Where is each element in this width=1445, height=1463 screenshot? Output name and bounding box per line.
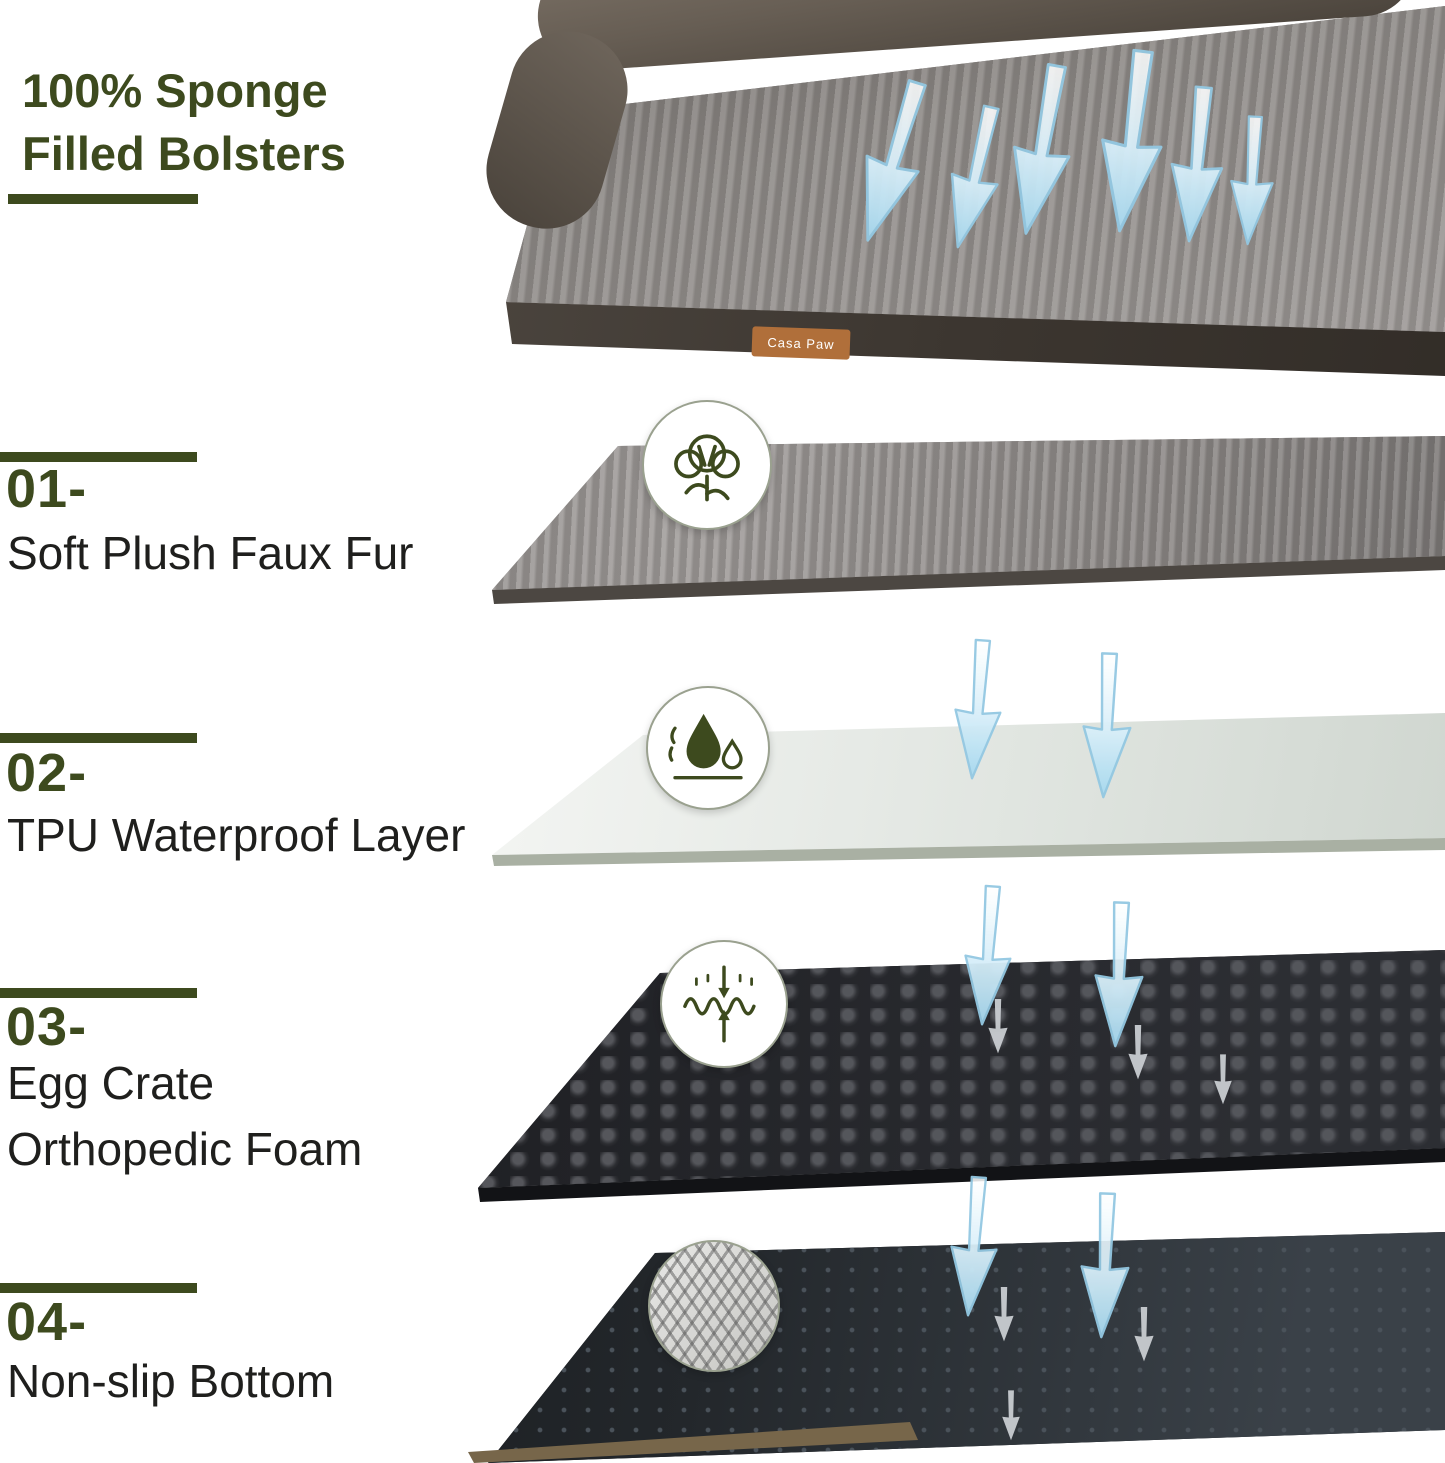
small-down-arrow-icon xyxy=(1128,1025,1148,1080)
brand-tag-label: Casa Paw xyxy=(767,334,835,352)
pressure-relief-icon-badge xyxy=(660,940,788,1068)
section-04-bar xyxy=(0,1283,197,1293)
down-arrow-icon xyxy=(1079,651,1135,800)
small-down-arrow-icon xyxy=(1002,1390,1020,1441)
brand-tag: Casa Paw xyxy=(751,326,851,360)
section-03-label-line-1: Egg Crate xyxy=(7,1057,215,1109)
down-arrow-icon xyxy=(949,637,1007,782)
diamond-plate-icon-badge xyxy=(648,1240,780,1372)
section-03-bar xyxy=(0,988,197,998)
cotton-icon-badge xyxy=(642,400,772,530)
section-04-number: 04- xyxy=(6,1292,88,1352)
water-drops-icon xyxy=(668,713,743,780)
cotton-icon xyxy=(674,434,740,502)
section-02-number: 02- xyxy=(6,743,88,803)
section-01-number: 01- xyxy=(6,459,88,519)
section-01-bar xyxy=(0,452,197,462)
section-04-label: Non-slip Bottom xyxy=(7,1355,335,1407)
section-02-label: TPU Waterproof Layer xyxy=(7,809,466,861)
pressure-relief-icon xyxy=(683,965,756,1043)
headline-line-1: 100% Sponge xyxy=(22,64,328,117)
down-arrow-icon xyxy=(1077,1191,1133,1340)
headline-underline-bar xyxy=(8,194,198,204)
section-01-label: Soft Plush Faux Fur xyxy=(7,527,414,579)
water-drops-icon-badge xyxy=(646,686,770,810)
small-down-arrow-icon xyxy=(1134,1307,1154,1362)
airflow-down-arrow-icon xyxy=(1226,114,1278,247)
section-03-number: 03- xyxy=(6,997,88,1057)
small-down-arrow-icon xyxy=(988,999,1008,1054)
headline: 100% Sponge Filled Bolsters xyxy=(22,60,346,186)
headline-line-2: Filled Bolsters xyxy=(22,126,346,180)
section-03-label-line-2: Orthopedic Foam xyxy=(7,1123,363,1175)
small-down-arrow-icon xyxy=(1214,1054,1232,1105)
section-02-bar xyxy=(0,733,197,743)
small-down-arrow-icon xyxy=(994,1287,1014,1342)
